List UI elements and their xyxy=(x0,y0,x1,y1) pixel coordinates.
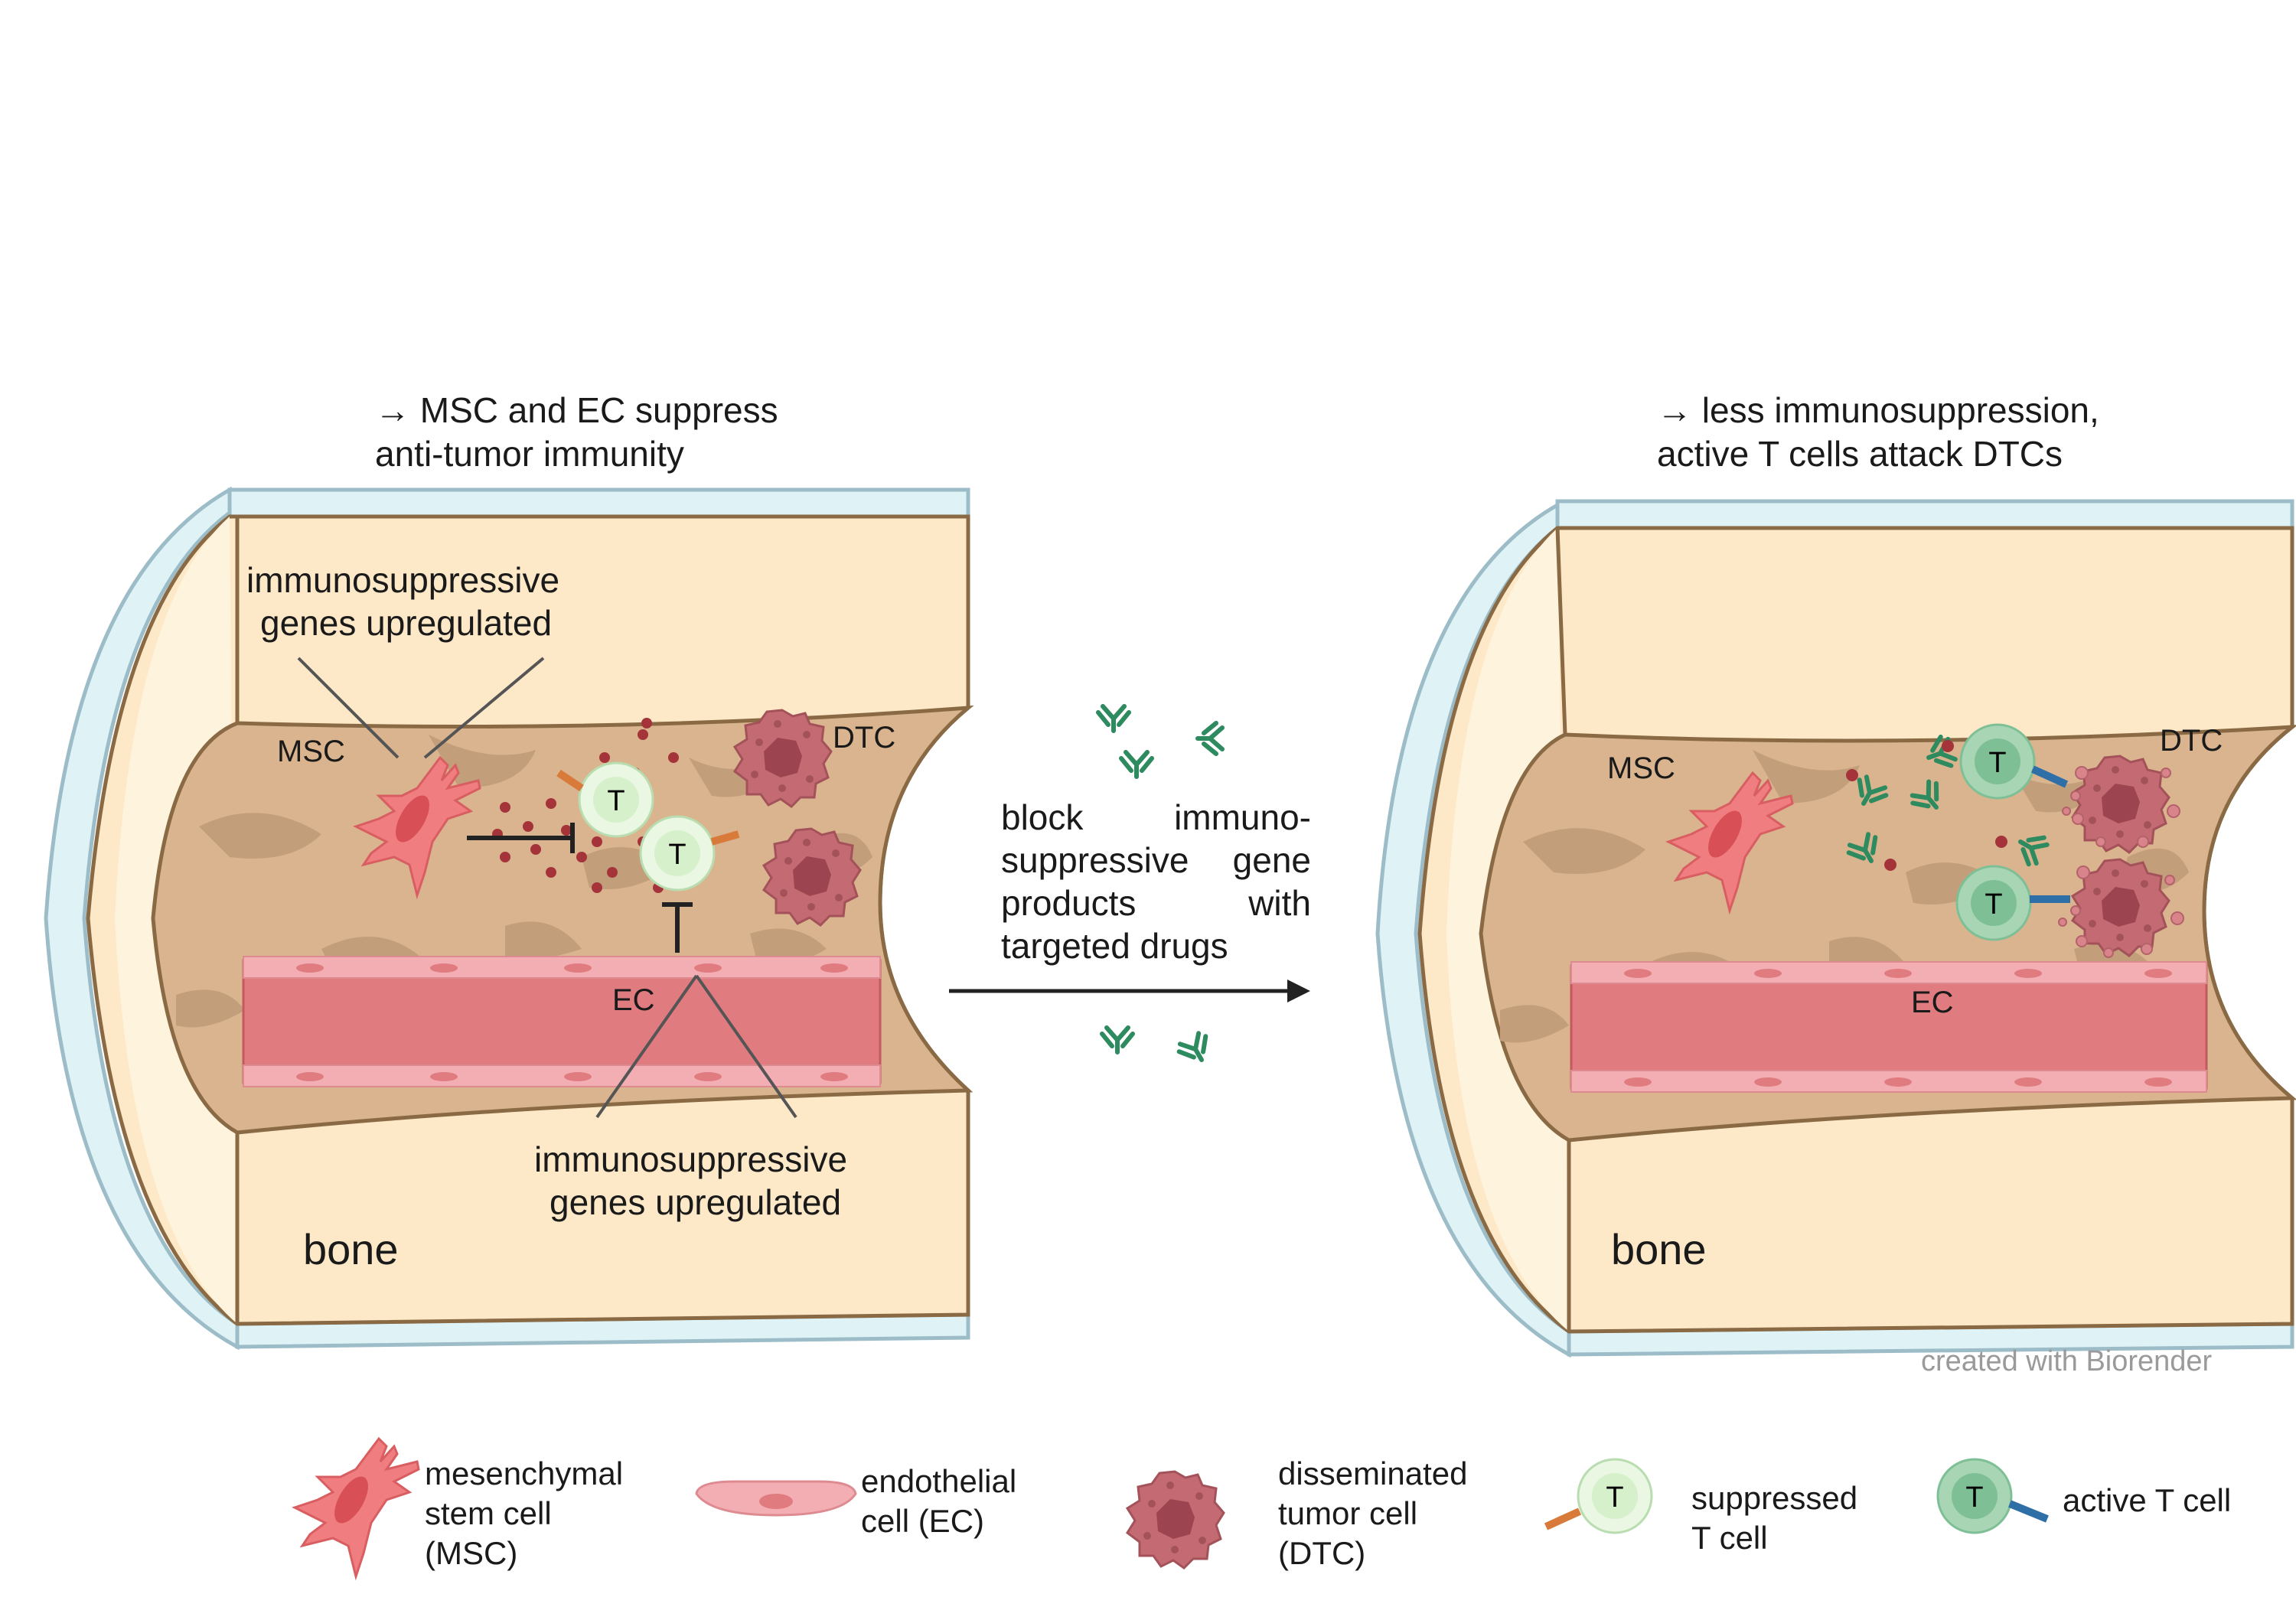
legend-msc-icon xyxy=(293,1437,420,1578)
antibody-icon xyxy=(1176,1031,1215,1068)
legend-dtc-line-3: (DTC) xyxy=(1278,1535,1366,1571)
right-blood-vessel xyxy=(1570,961,2208,1093)
antibody-icon xyxy=(1121,752,1152,777)
right-t-label-2: T xyxy=(1985,888,2002,921)
legend-msc-line-3: (MSC) xyxy=(425,1535,518,1571)
left-dtc-label: DTC xyxy=(833,721,896,755)
middle-line-2: suppressive gene xyxy=(1001,840,1311,880)
right-ec-label: EC xyxy=(1911,986,1954,1019)
middle-line-4: targeted drugs xyxy=(1001,926,1228,966)
right-secreted-factors xyxy=(1846,740,2007,871)
legend-suppressed-t-line-1: suppressed xyxy=(1691,1480,1858,1516)
right-t-label-1: T xyxy=(1988,747,2006,779)
legend-t-letter: T xyxy=(1606,1482,1623,1514)
antibody-icon xyxy=(1198,723,1222,754)
left-suppressed-t-cell-2 xyxy=(639,815,740,892)
legend-dtc-line-1: disseminated xyxy=(1278,1455,1468,1491)
right-dtc-2 xyxy=(2058,858,2184,958)
left-t-label-2: T xyxy=(668,839,686,871)
right-dtc-label: DTC xyxy=(2160,724,2223,758)
left-inhibition-arrows xyxy=(467,823,693,953)
left-blood-vessel xyxy=(242,956,882,1087)
legend-msc-line-1: mesenchymal xyxy=(425,1455,624,1491)
left-callout-bottom-line-1: immunosuppressive xyxy=(534,1139,848,1179)
left-ec-label: EC xyxy=(612,983,655,1017)
right-active-t-cell-1 xyxy=(1959,723,2069,800)
legend-ec-icon xyxy=(695,1480,857,1517)
left-callout-top-line-1: immunosuppressive xyxy=(246,560,560,600)
legend-dtc-icon xyxy=(1126,1470,1225,1570)
left-title-line-1: → MSC and EC suppress xyxy=(375,390,778,430)
legend-ec-line-1: endothelial xyxy=(861,1463,1017,1499)
antibody-icon xyxy=(1102,1028,1133,1052)
middle-line-3: products with xyxy=(1001,883,1311,923)
left-suppressed-t-cell-1 xyxy=(556,761,654,838)
left-title-line-2: anti-tumor immunity xyxy=(375,434,684,474)
left-bone-label: bone xyxy=(303,1225,399,1273)
credit-text: created with Biorender xyxy=(1921,1345,2213,1377)
right-title-line-2: active T cells attack DTCs xyxy=(1657,434,2063,474)
right-msc-label: MSC xyxy=(1607,751,1675,785)
right-bone-label: bone xyxy=(1611,1225,1707,1273)
legend-active-t-label: active T cell xyxy=(2063,1482,2232,1518)
legend-suppressed-t-line-2: T cell xyxy=(1691,1520,1768,1556)
legend-active-t-icon xyxy=(1936,1458,2049,1534)
middle-arrow xyxy=(949,980,1310,1002)
left-t-label-1: T xyxy=(607,785,625,817)
left-callout-top-line-2: genes upregulated xyxy=(260,603,553,643)
antibody-icon xyxy=(1098,706,1129,731)
legend-msc-line-2: stem cell xyxy=(425,1495,552,1531)
legend-suppressed-t-icon xyxy=(1544,1458,1653,1534)
right-title-line-1: → less immunosuppression, xyxy=(1657,390,2099,430)
legend-t-letter: T xyxy=(1965,1482,1983,1514)
left-callout-lines xyxy=(297,657,797,1119)
middle-line-1: block immuno- xyxy=(1001,797,1311,837)
legend-dtc-line-2: tumor cell xyxy=(1278,1495,1418,1531)
legend-ec-line-2: cell (EC) xyxy=(861,1503,985,1539)
left-callout-bottom-line-2: genes upregulated xyxy=(550,1182,842,1222)
left-msc-label: MSC xyxy=(277,735,345,768)
right-active-t-cell-2 xyxy=(1955,865,2070,941)
middle-description: block immuno- suppressive gene products … xyxy=(1001,796,1311,967)
right-dtc-1 xyxy=(2062,755,2180,854)
